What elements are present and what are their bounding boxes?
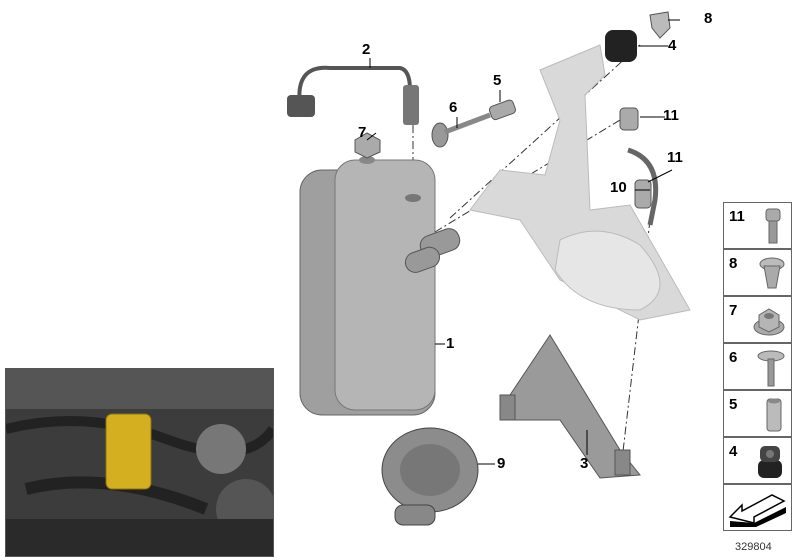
legend-item-8: 8 (723, 249, 792, 296)
callout-11-upper: 11 (663, 107, 679, 124)
legend-label: 5 (729, 396, 738, 413)
legend-item-7: 7 (723, 296, 792, 343)
engine-bay-illustration (6, 369, 273, 556)
callout-10: 10 (610, 179, 627, 196)
legend-label: 4 (729, 443, 738, 460)
washer-6 (431, 122, 449, 148)
legend-label: 8 (729, 255, 738, 272)
legend-orientation-arrow (723, 484, 792, 531)
bolt-11-lower (634, 179, 652, 209)
leader-lines (366, 19, 680, 465)
callout-11-lower: 11 (667, 149, 683, 166)
legend-item-5: 5 (723, 390, 792, 437)
sensor-connector (287, 95, 315, 117)
sleeve-5 (488, 99, 516, 121)
rubber-mount-4 (605, 30, 637, 62)
legend-item-4: 4 (723, 437, 792, 484)
legend-label: 11 (729, 208, 745, 225)
strap-10 (627, 147, 659, 226)
heater-unit (299, 156, 461, 416)
diagram-reference-number: 329804 (735, 541, 772, 553)
hex-nut-icon (753, 308, 785, 336)
temperature-sensor (403, 85, 419, 125)
sleeve-icon (766, 398, 782, 432)
bracket-3 (499, 334, 641, 479)
legend-item-6: 6 (723, 343, 792, 390)
legend-item-11: 11 (723, 202, 792, 249)
callout-2: 2 (362, 41, 371, 58)
callout-6: 6 (449, 99, 458, 116)
sensor-cable (297, 65, 412, 106)
callout-1: 1 (446, 335, 455, 352)
callout-9: 9 (497, 455, 506, 472)
vehicle-location-inset (5, 368, 274, 557)
bolt-icon (765, 208, 781, 244)
callout-4: 4 (668, 37, 677, 54)
callout-8: 8 (704, 10, 713, 27)
legend-label: 6 (729, 349, 738, 366)
washer-bolt-icon (757, 350, 785, 387)
nut-7 (354, 132, 381, 159)
callout-3: 3 (580, 455, 589, 472)
water-pump-9 (381, 427, 479, 526)
bolt-6 (444, 112, 491, 135)
callout-5: 5 (493, 72, 502, 89)
bracket (469, 44, 691, 321)
direction-arrow-icon (728, 494, 786, 527)
clip-nut-8 (649, 11, 671, 39)
callout-7: 7 (358, 124, 367, 141)
highlighted-heater (105, 413, 152, 490)
legend-label: 7 (729, 302, 738, 319)
bolt-11-upper (619, 107, 639, 131)
clip-nut-icon (759, 257, 785, 289)
rubber-mount-icon (758, 446, 782, 478)
